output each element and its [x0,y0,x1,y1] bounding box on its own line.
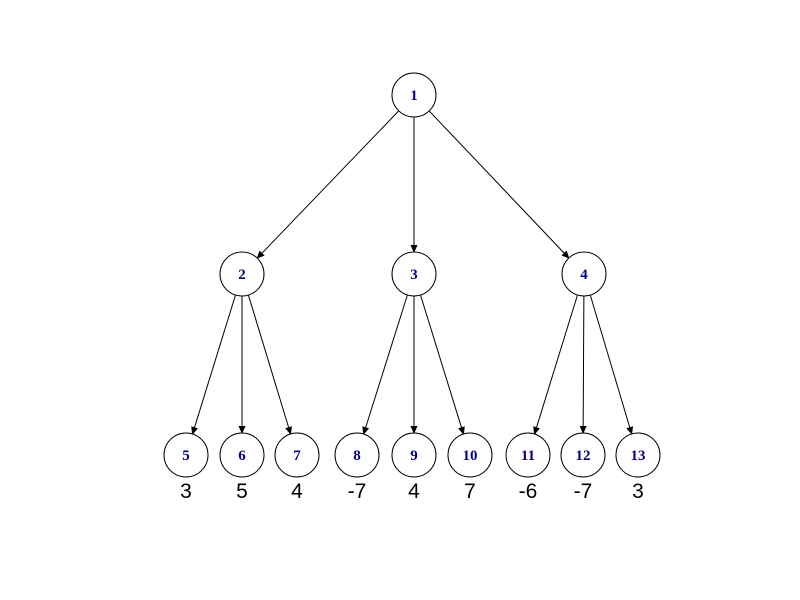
leaf-value: -6 [519,480,538,503]
leaf-value: -7 [574,480,593,503]
edge-line [428,110,565,254]
leaf-value: 4 [291,480,303,503]
leaf-value: 5 [236,480,248,503]
edge-arrowhead-icon [533,426,540,435]
tree-node [274,432,320,478]
edge-arrowhead-icon [362,426,370,435]
node-label: 5 [182,448,190,464]
node-label: 7 [293,448,301,464]
edge-line [194,294,236,428]
leaf-value: 7 [464,480,476,503]
node-label: 3 [410,267,418,283]
edge-arrowhead-icon [285,426,292,435]
tree-node [447,432,493,478]
tree-node [219,251,265,297]
tree-node [163,432,209,478]
node-label: 11 [521,448,535,464]
tree-node [334,432,380,478]
node-label: 13 [631,448,646,464]
edge-line [247,294,290,428]
leaf-value: 3 [180,480,192,503]
edge-line [536,294,578,428]
edge-line [420,294,462,428]
edge-arrowhead-icon [458,426,465,435]
leaf-value: 3 [632,480,644,503]
edge-line [582,295,585,427]
tree-node [391,251,437,297]
edge-arrowhead-icon [238,426,246,434]
edge-arrowhead-icon [410,426,418,434]
node-label: 2 [238,267,246,283]
edge-arrowhead-icon [191,426,198,435]
node-label: 4 [580,267,588,283]
node-label: 1 [410,88,418,104]
edge-arrowhead-icon [579,425,587,435]
tree-node [561,251,607,297]
edge-line [589,294,631,428]
tree-node [391,72,437,118]
edge-arrowhead-icon [256,250,265,259]
edge-arrowhead-icon [410,245,418,253]
edge-arrowhead-icon [561,250,570,259]
tree-node [505,432,551,478]
tree-node [219,432,265,478]
edge-arrowhead-icon [626,426,634,435]
tree-node [391,432,437,478]
edge-line [365,294,408,428]
leaf-value: 4 [408,480,420,503]
leaf-value: -7 [348,480,367,503]
node-label: 9 [410,448,418,464]
node-label: 8 [353,448,361,464]
node-label: 6 [238,448,246,464]
node-label: 10 [463,448,478,464]
edge-line [261,110,400,254]
tree-node [560,432,606,478]
node-label: 12 [576,448,591,464]
tree-node [615,432,661,478]
